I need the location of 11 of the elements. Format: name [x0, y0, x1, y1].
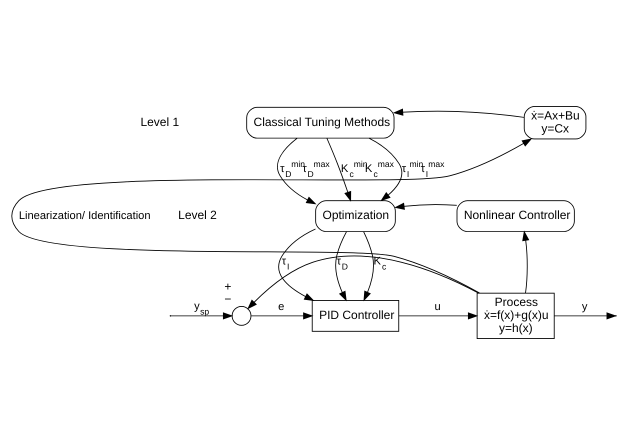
edge-label: e	[278, 301, 284, 314]
node-label: +	[224, 279, 232, 294]
label: Level 1	[140, 114, 180, 129]
label: Level 2	[178, 208, 217, 222]
node-label: −	[224, 292, 232, 306]
edge-label: u	[434, 301, 441, 314]
edge-label: y	[582, 301, 588, 314]
edge-label: τ$_{D}$	[336, 255, 348, 272]
edge-label: Linearization/ Identification	[18, 210, 151, 222]
edge-label: y$_{sp}$	[194, 300, 210, 316]
edge-label: τ$_{I}$	[282, 255, 290, 272]
